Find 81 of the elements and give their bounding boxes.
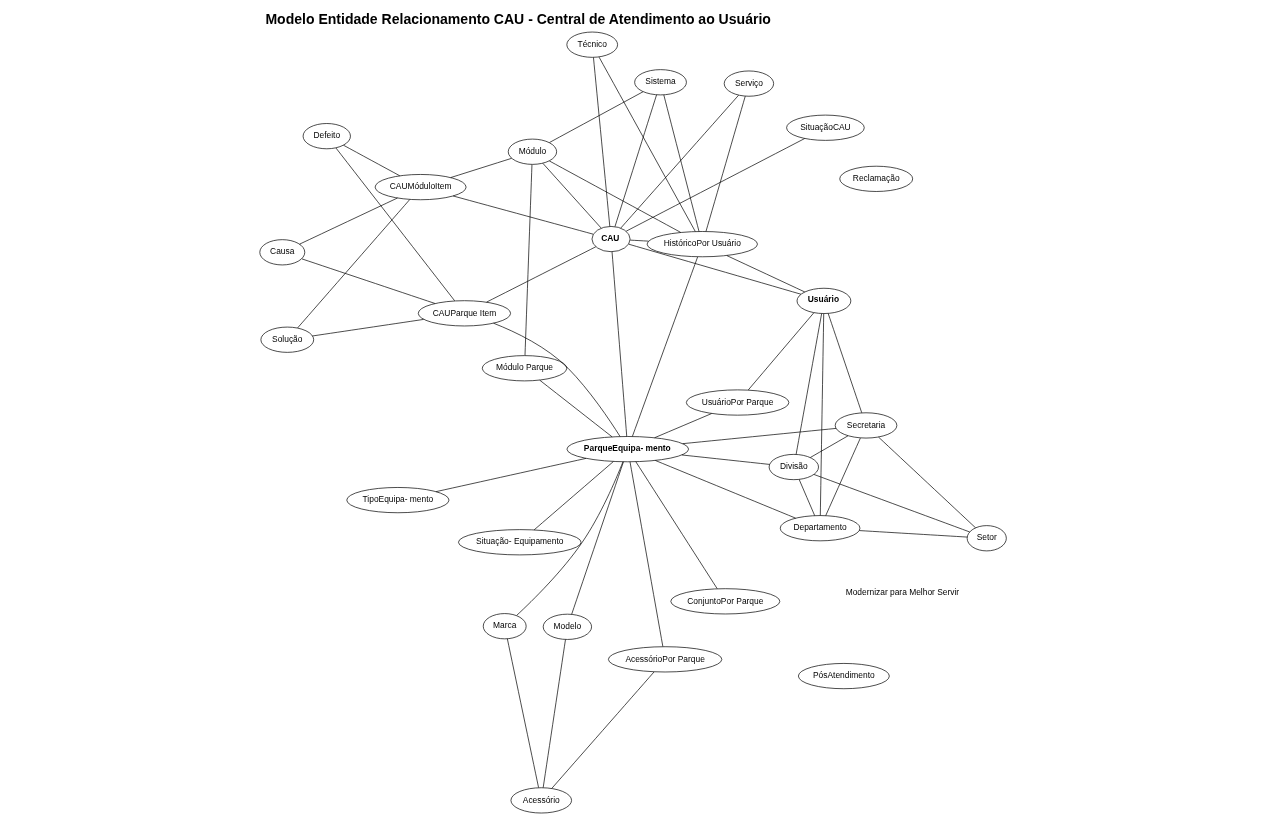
connector [819,313,824,516]
connector [435,458,586,492]
node-ellipse: Serviço [723,70,774,97]
connector [298,197,398,245]
connector [548,160,681,233]
connector [634,461,717,589]
node-ellipse: Marca [482,613,526,640]
connector [296,199,410,329]
connector [570,461,624,615]
node-ellipse: CAUParque Item [417,300,511,327]
connector [538,379,612,438]
node-ellipse: SituaçãoCAU [785,114,865,141]
node-ellipse: Defeito [302,123,351,150]
label: Modernizar para Melhor Servir [845,587,959,598]
connector [681,454,770,465]
connector [662,94,699,232]
connector [798,479,815,516]
node-ellipse: CAU [591,226,630,253]
node-ellipse: Módulo [507,138,557,165]
connector [300,258,435,304]
node-ellipse: Secretaria [834,412,897,439]
node-ellipse: Divisão [768,454,819,481]
connector [342,144,400,177]
connector [625,138,805,232]
connector [681,428,836,444]
connector [654,460,796,519]
connector [452,195,593,235]
node-ellipse: PósAtendimento [797,663,890,690]
connector [629,239,649,242]
node-ellipse: Reclamação [838,165,913,192]
connector [506,638,539,788]
connector [515,461,623,616]
connector [629,461,663,647]
connector [311,319,424,337]
connector [726,255,805,293]
connector [877,436,976,529]
connector [533,461,614,531]
node-ellipse: Técnico [566,31,618,58]
connector [550,671,654,789]
connector [614,94,657,227]
connector [524,164,532,356]
connector [653,413,712,439]
connector [592,57,610,227]
connector [548,91,643,143]
connector [627,243,801,295]
connector [619,94,739,229]
connector [335,147,455,302]
node-ellipse: TipoEquipa- mento [345,487,449,514]
node-ellipse: AcessórioPor Parque [607,646,722,673]
connector [705,95,746,232]
node-ellipse: Setor [966,525,1007,552]
node-ellipse: Departamento [779,515,860,542]
diagram-title: Modelo Entidade Relacionamento CAU - Central de Atendimento ao Usuário [264,11,771,28]
node-ellipse: Módulo Parque [481,355,567,382]
node-ellipse: ParqueEquipa- mento [566,436,689,463]
connector [492,322,620,437]
connector [827,313,862,414]
node-ellipse: HistóricoPor Usuário [646,231,758,258]
node-ellipse: CAUMóduloItem [374,174,466,201]
connector [824,437,861,516]
connector [813,474,970,533]
node-ellipse: Usuário [796,287,851,314]
node-ellipse: Acessório [510,787,572,814]
node-ellipse: Sistema [633,69,687,96]
node-ellipse: Solução [260,326,314,353]
node-ellipse: Situação- Equipamento [457,529,581,556]
connector [795,313,822,455]
connector [747,312,814,391]
connector [611,251,627,437]
node-ellipse: ConjuntoPor Parque [669,588,780,615]
connector [809,435,848,458]
connector [485,246,596,303]
connector [542,163,601,229]
connector [449,157,512,178]
connector [858,530,968,538]
node-ellipse: Modelo [542,613,592,640]
connector [542,639,566,788]
connector [631,256,698,437]
connector [598,56,696,232]
node-ellipse: UsuárioPor Parque [685,389,789,416]
node-ellipse: Causa [258,239,305,266]
